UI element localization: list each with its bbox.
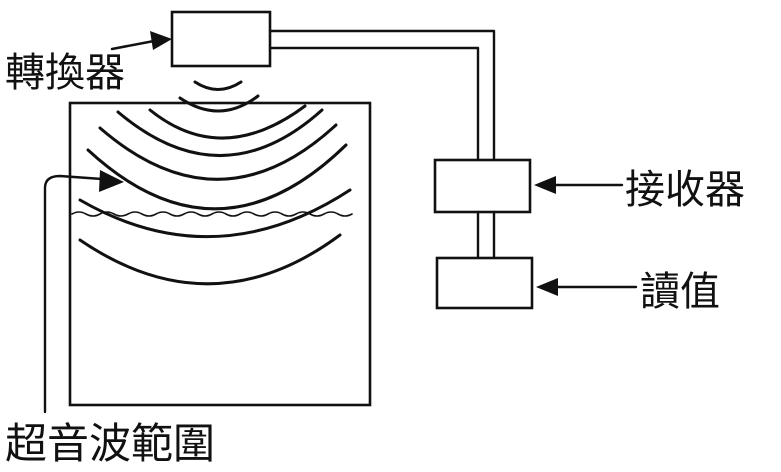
- wave-arc: [178, 94, 260, 113]
- wave-arcs: [78, 80, 352, 286]
- receiver-arrowhead: [534, 176, 556, 194]
- wave-arc: [78, 188, 352, 239]
- readout-box: [435, 256, 534, 310]
- receiver-label: 接收器: [625, 167, 745, 213]
- wave-arc: [78, 233, 342, 286]
- transducer-leader-line: [110, 39, 156, 51]
- transducer-label: 轉換器: [5, 50, 125, 96]
- transducer-box: [170, 10, 272, 68]
- reading-arrowhead: [536, 278, 558, 296]
- range-arrowhead: [99, 170, 124, 192]
- wave-arc: [148, 104, 307, 140]
- transducer-arrowhead: [150, 31, 172, 50]
- reading-label: 讀值: [640, 269, 720, 315]
- wave-arc: [116, 108, 324, 157]
- range-leader-line: [43, 174, 104, 414]
- wave-arc: [86, 143, 348, 211]
- wave-arc: [193, 80, 243, 91]
- cable-inner-line: [268, 46, 480, 162]
- cable-outer-line: [268, 29, 496, 162]
- tank-box: [68, 101, 372, 407]
- receiver-box: [433, 158, 532, 214]
- water-surface-line: [71, 211, 353, 217]
- ultrasonic-range-label: 超音波範圍: [5, 419, 215, 468]
- wave-arc: [98, 123, 338, 181]
